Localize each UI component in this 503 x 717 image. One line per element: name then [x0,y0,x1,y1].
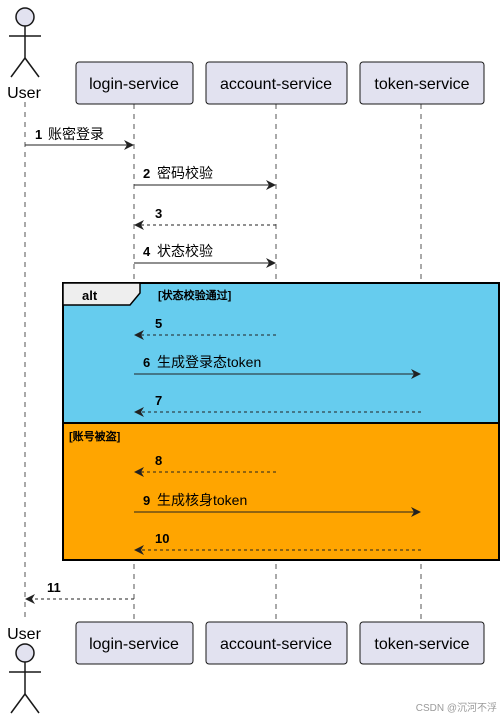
account-service-label-bottom: account-service [220,636,332,653]
message-9-number: 9 [143,493,150,508]
message-5-number: 5 [155,316,162,331]
alt-guard-success: [状态校验通过] [158,288,232,302]
message-9-label: 生成核身token [157,492,247,508]
alt-fragment: alt [状态校验通过] [账号被盗] [62,282,500,561]
message-1-number: 1 [35,127,42,142]
message-10-number: 10 [155,531,169,546]
message-6-number: 6 [143,355,150,370]
alt-tab [62,282,141,306]
message-6-label: 生成登录态token [157,354,261,370]
alt-region-success [62,282,500,424]
message-3-number: 3 [155,206,162,221]
account-service-label-top: account-service [220,76,332,93]
login-service-box-bottom [75,621,194,665]
message-8-number: 8 [155,453,162,468]
alt-region-stolen [62,422,500,561]
token-service-label-bottom: token-service [374,636,469,653]
user-actor-icon-top [9,7,41,78]
message-11-number: 11 [47,580,61,595]
login-service-label-bottom: login-service [89,636,179,653]
user-label-bottom: User [7,626,41,643]
token-service-label-top: token-service [374,76,469,93]
message-4-label: 状态校验 [157,243,213,259]
account-service-box-bottom [205,621,348,665]
token-service-box-bottom [359,621,485,665]
message-1-label: 账密登录 [48,126,104,142]
message-4-number: 4 [143,244,151,259]
message-2-number: 2 [143,166,150,181]
login-service-label-top: login-service [89,76,179,93]
user-label-top: User [7,85,41,102]
token-service-box-top [359,61,485,105]
account-service-box-top [205,61,348,105]
login-service-box-top [75,61,194,105]
user-actor-icon-bottom [9,643,41,714]
message-2-label: 密码校验 [157,165,213,181]
alt-keyword: alt [82,288,98,303]
watermark: CSDN @沉河不浮 [416,701,497,714]
alt-guard-stolen: [账号被盗] [69,429,121,443]
message-7-number: 7 [155,393,162,408]
